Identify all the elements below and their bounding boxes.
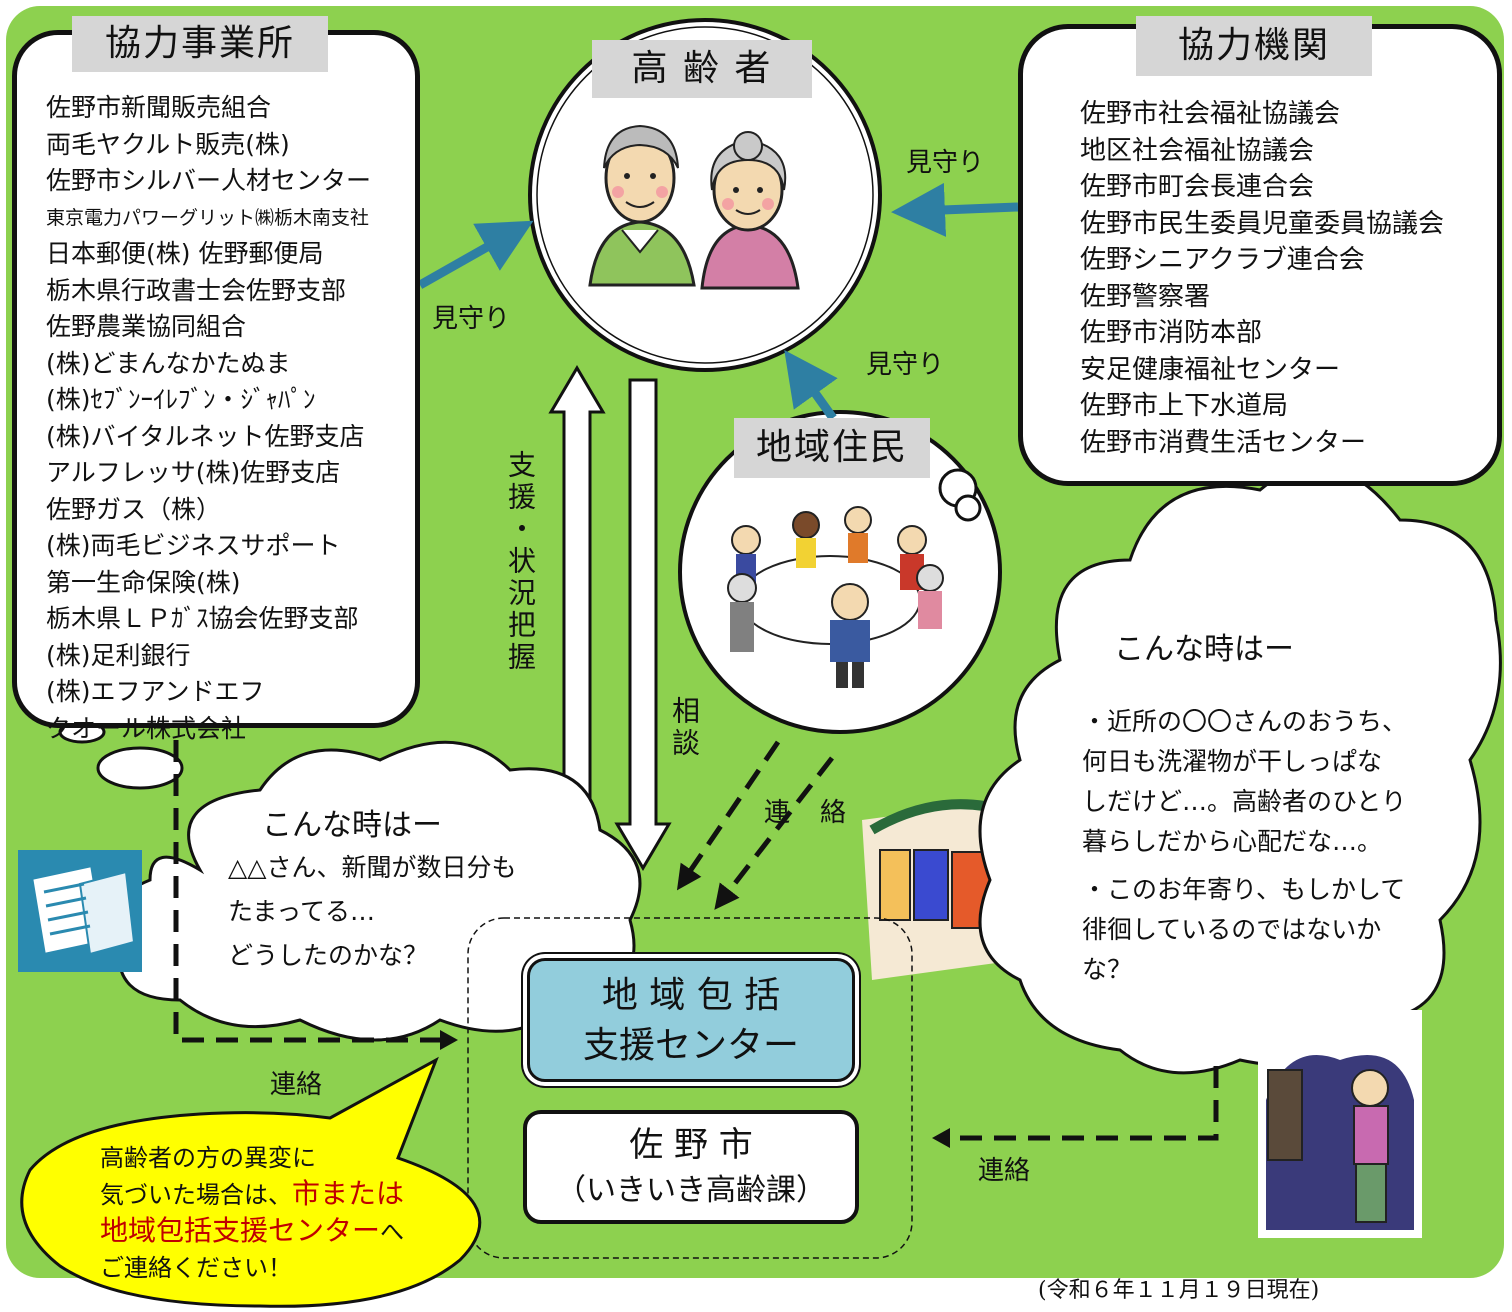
callout-line-4: ご連絡ください！ bbox=[100, 1254, 292, 1282]
center-line-2: 支援センター bbox=[582, 1025, 799, 1066]
dashed-contact-right bbox=[950, 1066, 1219, 1141]
agency-item: 佐野市町会長連合会 bbox=[1080, 172, 1315, 202]
partners-title: 協力事業所 bbox=[72, 16, 328, 72]
center-dashed-region bbox=[467, 917, 913, 1259]
agency-item: 佐野市社会福祉協議会 bbox=[1080, 99, 1341, 129]
partner-item: (株)どまんなかたぬま bbox=[46, 348, 291, 378]
partner-item: 日本郵便(株) 佐野郵便局 bbox=[46, 239, 324, 268]
partner-item: (株)足利銀行 bbox=[46, 640, 191, 670]
partner-item: 佐野市シルバー人材センター bbox=[46, 166, 372, 195]
date-note: (令和６年１１月１９日現在) bbox=[1038, 1278, 1320, 1303]
left-bubble-line: たまってる… bbox=[228, 897, 376, 926]
partner-item: 東京電力パワーグリット㈱栃木南支社 bbox=[46, 206, 370, 229]
agency-item: 佐野シニアクラブ連合会 bbox=[1080, 245, 1365, 275]
callout-line-3b: へ bbox=[380, 1218, 405, 1246]
support-label: 支援・状況把握 bbox=[504, 450, 537, 674]
right-bubble-line: しだけど…。高齢者のひとり bbox=[1082, 787, 1407, 816]
right-bubble-line: 徘徊しているのではないか bbox=[1082, 915, 1382, 944]
right-bubble-heading: こんな時はー bbox=[1114, 632, 1294, 667]
callout-line-1: 高齢者の方の異変に bbox=[100, 1144, 316, 1172]
partner-item: (株)エフアンドエフ bbox=[46, 677, 265, 706]
right-bubble-line: な？ bbox=[1082, 955, 1133, 984]
contact-label-mid-1: 連 bbox=[764, 798, 791, 828]
newspaper-icon bbox=[18, 850, 142, 972]
dashed-arrow-residents-1 bbox=[676, 740, 781, 891]
partner-item: アルフレッサ(株)佐野支店 bbox=[46, 458, 341, 487]
right-thought-cloud bbox=[978, 464, 1502, 1075]
residents-group-image bbox=[727, 506, 944, 688]
partner-item: 両毛ヤクルト販売(株) bbox=[46, 129, 290, 159]
right-bubble-line: ・このお年寄り、もしかして bbox=[1082, 875, 1406, 904]
agencies-list: 佐野市社会福祉協議会地区社会福祉協議会佐野市町会長連合会佐野市民生委員児童委員協… bbox=[1080, 96, 1444, 461]
elderly-couple-image bbox=[588, 124, 800, 290]
left-bubble-line: どうしたのかな？ bbox=[228, 941, 429, 970]
elderly-title: 高 齢 者 bbox=[592, 40, 812, 98]
left-bubble-text: △△さん、新聞が数日分もたまってる… どうしたのかな？ bbox=[228, 846, 516, 978]
center-line-1: 地 域 包 括 bbox=[601, 975, 781, 1016]
residents-title: 地域住民 bbox=[734, 418, 930, 478]
partner-item: (株)両毛ビジネスサポート bbox=[46, 531, 341, 560]
agency-item: 佐野警察署 bbox=[1080, 281, 1211, 312]
partner-item: 第一生命保険(株) bbox=[46, 567, 241, 597]
right-bubble-text-2: ・このお年寄り、もしかして徘徊しているのではないかな？ bbox=[1082, 870, 1405, 990]
partner-item: 佐野市新聞販売組合 bbox=[46, 93, 272, 122]
left-bubble-line: △△さん、新聞が数日分も bbox=[228, 853, 517, 882]
partners-list: 佐野市新聞販売組合両毛ヤクルト販売(株) 佐野市シルバー人材センター東京電力パワー… bbox=[46, 90, 371, 747]
consult-down-arrow bbox=[614, 378, 672, 871]
right-bubble-line: ・近所の〇〇さんのおうち、 bbox=[1082, 707, 1408, 736]
city-line-2: （いきいき高齢課） bbox=[556, 1173, 826, 1208]
partners-box bbox=[12, 30, 420, 728]
agency-item: 佐野市消費生活センター bbox=[1080, 427, 1367, 458]
dashed-contact-left bbox=[173, 740, 440, 1043]
agency-item: 地区社会福祉協議会 bbox=[1080, 135, 1315, 166]
partner-item: 栃木県ＬＰｶﾞｽ協会佐野支部 bbox=[46, 604, 359, 633]
agency-item: 佐野市民生委員児童委員協議会 bbox=[1080, 208, 1445, 239]
contact-label-left: 連絡 bbox=[270, 1070, 323, 1100]
callout-text: 高齢者の方の異変に 気づいた場合は、市または 地域包括支援センターへ ご連絡くだ… bbox=[100, 1140, 404, 1286]
left-bubble-heading: こんな時はー bbox=[262, 808, 442, 843]
callout-line-2a: 気づいた場合は、 bbox=[100, 1181, 292, 1209]
arrow-agencies-to-elderly bbox=[891, 182, 1019, 237]
right-bubble-line: 何日も洗濯物が干しっぱな bbox=[1082, 747, 1383, 776]
contact-label-right: 連絡 bbox=[978, 1156, 1031, 1186]
partner-item: 佐野ガス（株） bbox=[46, 494, 222, 524]
residents-circle bbox=[678, 410, 1002, 734]
watch-label-bottom: 見守り bbox=[866, 350, 945, 380]
callout-line-3a: 地域包括支援センター bbox=[100, 1214, 381, 1247]
right-bubble-line: 暮らしだから心配だな…。 bbox=[1082, 827, 1383, 856]
wandering-elder-image bbox=[1258, 1010, 1422, 1238]
right-bubble-text-1: ・近所の〇〇さんのおうち、何日も洗濯物が干しっぱなしだけど…。高齢者のひとり暮ら… bbox=[1082, 702, 1407, 862]
partner-item: 栃木県行政書士会佐野支部 bbox=[46, 275, 347, 305]
community-support-center: 地 域 包 括 支援センター bbox=[527, 958, 855, 1082]
watch-label-left: 見守り bbox=[432, 304, 511, 334]
arrow-residents-to-elderly bbox=[784, 350, 838, 421]
partner-item: 佐野農業協同組合 bbox=[46, 312, 247, 341]
contact-label-mid-2: 絡 bbox=[820, 798, 847, 828]
watch-label-right: 見守り bbox=[906, 148, 985, 178]
city-line-1: 佐 野 市 bbox=[629, 1125, 753, 1165]
dashed-arrow-residents-2 bbox=[714, 756, 834, 910]
agencies-title: 協力機関 bbox=[1136, 16, 1372, 76]
yellow-callout bbox=[20, 1056, 482, 1308]
partner-item: (株)ｾﾌﾞﾝｰｲﾚﾌﾞﾝ・ｼﾞｬﾊﾟﾝ bbox=[46, 385, 316, 414]
consult-label: 相談 bbox=[668, 696, 701, 760]
agency-item: 佐野市上下水道局 bbox=[1080, 391, 1289, 421]
sano-city-office: 佐 野 市 （いきいき高齢課） bbox=[523, 1110, 859, 1224]
agency-item: 安足健康福祉センター bbox=[1080, 354, 1341, 385]
agency-item: 佐野市消防本部 bbox=[1080, 318, 1263, 348]
partner-item: (株)バイタルネット佐野支店 bbox=[46, 421, 365, 451]
arrow-partners-to-elderly bbox=[417, 220, 534, 289]
callout-line-2b: 市または bbox=[292, 1177, 405, 1210]
partner-item: クオール株式会社 bbox=[46, 713, 247, 743]
